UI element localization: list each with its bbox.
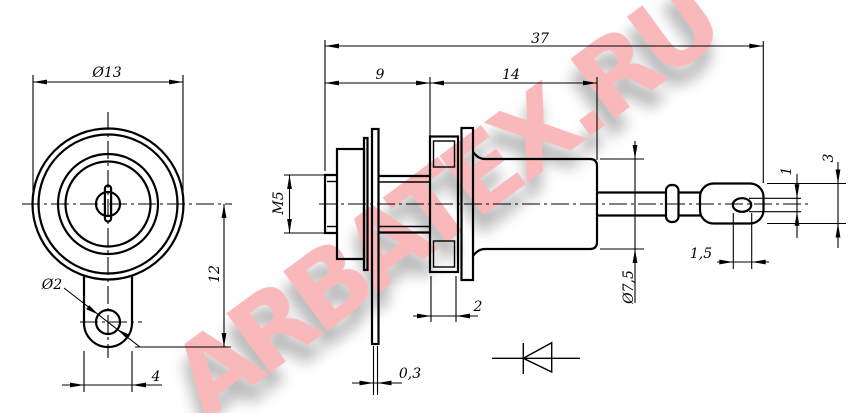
lead-bead [664, 183, 680, 224]
side-view: 37 9 14 M5 [271, 31, 846, 395]
dim-plate-thickness: 0,3 [352, 346, 421, 395]
dim-lug-hole-height: 1 [749, 167, 801, 238]
dim-label: 12 [207, 265, 223, 283]
washer [362, 136, 369, 272]
collar-bottom-inset [432, 240, 456, 268]
dim-label: M5 [271, 191, 287, 215]
dim-flange-diameter: Ø13 [32, 65, 184, 212]
dim-label: 9 [376, 67, 385, 83]
mounting-tab-outline [82, 275, 134, 349]
diode-triangle [521, 341, 553, 374]
dim-body-length: 14 [430, 67, 598, 160]
hub-inner-circle [64, 160, 152, 248]
dim-body-diameter: Ø7,5 [600, 141, 644, 305]
dim-label: 1 [779, 167, 795, 176]
collar-outline [428, 135, 460, 274]
dim-label: 14 [502, 67, 520, 83]
dim-collar-thickness: 2 [413, 276, 483, 322]
lug-outline [698, 182, 765, 225]
hub-outer-circle [56, 152, 160, 256]
flange-disc-edge [460, 126, 475, 282]
dim-label: 4 [151, 369, 161, 385]
dim-tab-width: 4 [62, 351, 162, 392]
lug-hole [731, 197, 753, 213]
dim-label: 2 [473, 299, 483, 315]
dim-hole-offset: 12 [135, 204, 231, 348]
dim-label: 0,3 [399, 366, 421, 382]
dim-lug-width: 3 [767, 153, 846, 248]
mounting-plate-edge [370, 127, 380, 346]
dim-label: 37 [531, 31, 549, 47]
diode-symbol [492, 341, 580, 374]
flange-rim-circle [37, 133, 179, 275]
dim-lug-hole-width: 1,5 [690, 213, 769, 269]
dim-label: Ø13 [91, 65, 121, 81]
dim-thread: M5 [271, 174, 326, 234]
dim-label: 3 [821, 153, 837, 162]
dim-tab-hole-diameter: Ø2 [41, 277, 141, 348]
dim-overall-length: 37 [324, 31, 764, 183]
dim-label: 1,5 [690, 246, 712, 262]
dim-label: Ø2 [41, 277, 62, 293]
stud-slot [103, 184, 113, 223]
tab-hole [94, 308, 122, 336]
dim-label: Ø7,5 [621, 270, 637, 305]
body-outline [472, 151, 599, 257]
dim-stud-length: 9 [325, 67, 431, 136]
stud-end-circle [94, 190, 122, 218]
front-view: Ø13 12 4 Ø2 [22, 65, 232, 392]
collar-top-inset [432, 140, 456, 168]
stud-outline [323, 173, 338, 235]
